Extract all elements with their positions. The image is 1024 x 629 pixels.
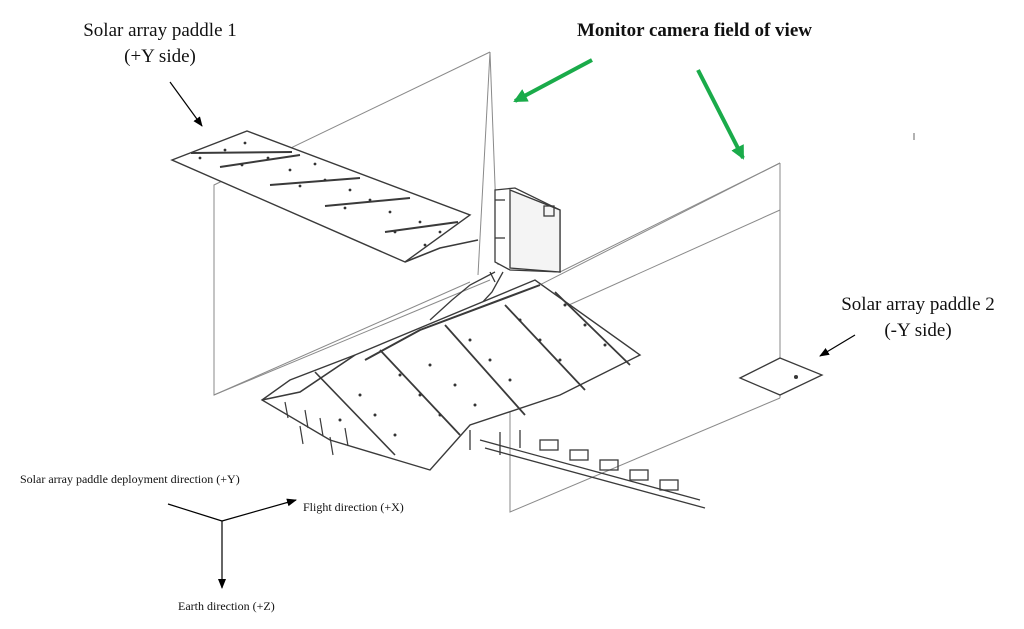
spacecraft-bus — [494, 187, 561, 273]
paddle-2-corner-panel — [738, 357, 824, 396]
paddle-2-label: Solar array paddle 2 (-Y side) — [828, 292, 1008, 344]
coordinate-axes — [167, 498, 297, 589]
hinge-chain — [469, 430, 706, 509]
field-of-view-plane-left — [213, 51, 499, 396]
paddle-2-label-line2: (-Y side) — [884, 320, 952, 341]
camera-fov-title: Monitor camera field of view — [577, 20, 812, 41]
paddle-2-pins — [284, 401, 349, 456]
axis-x-label: Flight direction (+X) — [303, 500, 404, 514]
paddle-1-label-line2: (+Y side) — [124, 46, 196, 67]
axis-z-label: Earth direction (+Z) — [178, 599, 275, 613]
solar-array-paddle-2 — [260, 279, 642, 471]
paddle-1-fasteners — [198, 141, 442, 247]
camera-fov-arrow-right — [696, 69, 745, 160]
camera-fov-arrow-left — [513, 58, 593, 103]
axis-x-arrow — [221, 498, 297, 522]
axis-y-label: Solar array paddle deployment direction … — [20, 472, 240, 486]
paddle-1-label-line1: Solar array paddle 1 — [83, 20, 237, 41]
solar-array-paddle-1 — [170, 130, 479, 263]
paddle-2-label-line1: Solar array paddle 2 — [841, 294, 995, 315]
paddle-2-fasteners — [338, 303, 607, 437]
paddle-1-label: Solar array paddle 1 (+Y side) — [70, 18, 250, 70]
paddle-2-pointer — [819, 334, 856, 357]
axis-y-line — [167, 503, 223, 522]
paddle-1-pointer — [169, 81, 203, 127]
